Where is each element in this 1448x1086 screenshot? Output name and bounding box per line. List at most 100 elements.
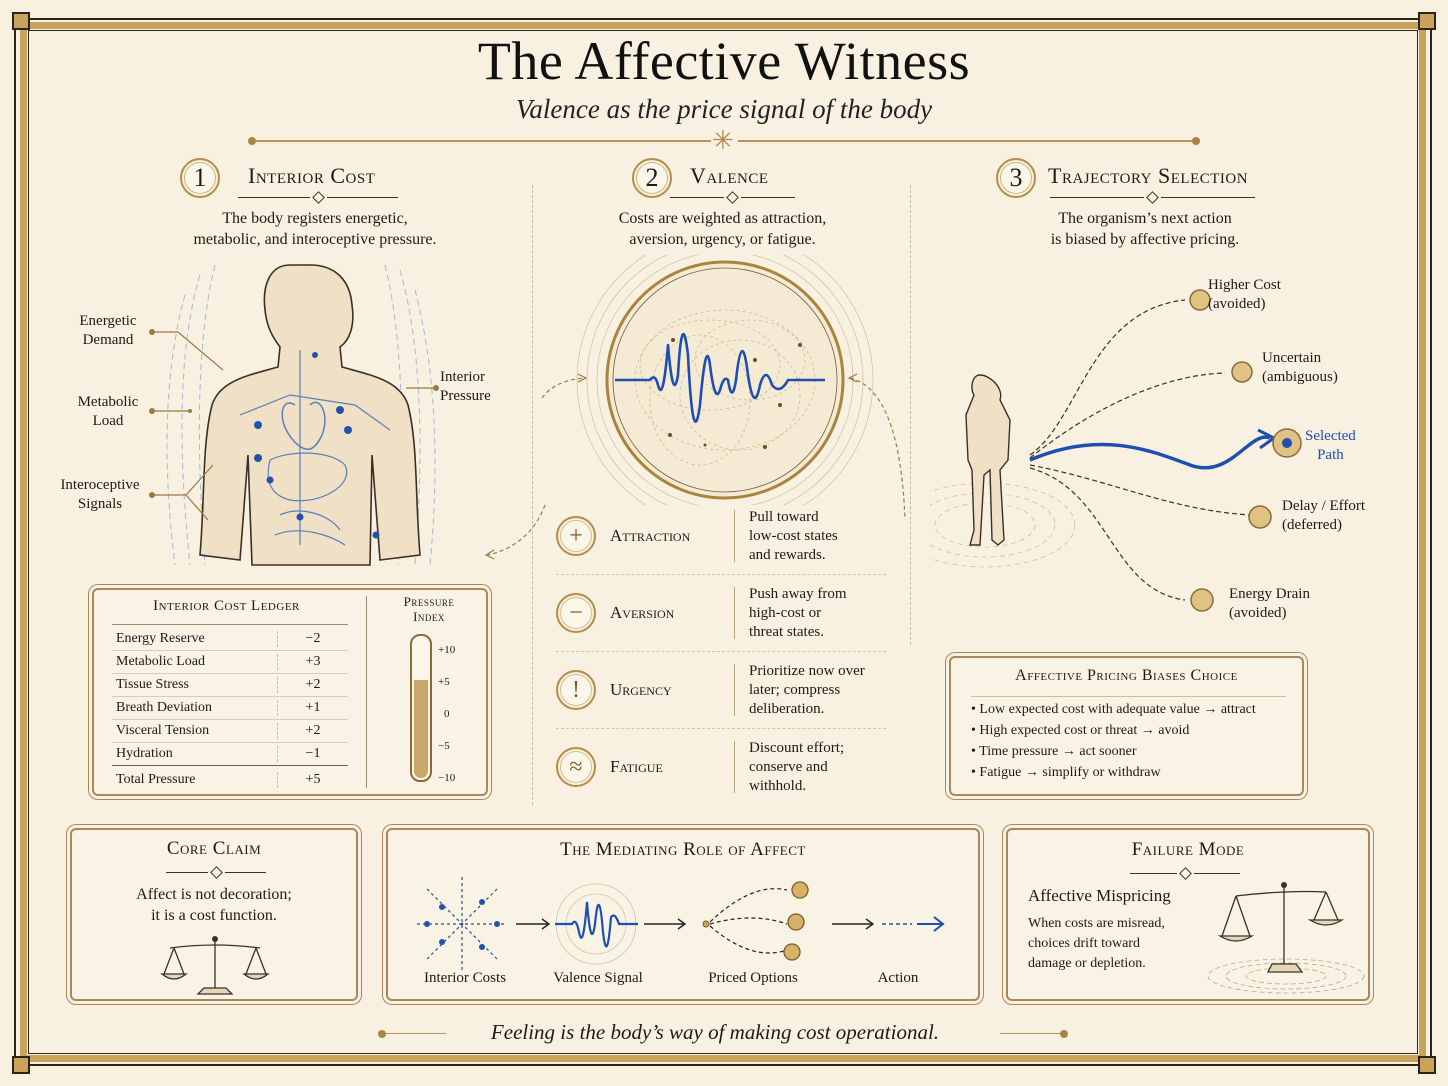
minus-icon: − bbox=[556, 593, 596, 633]
exclamation-icon: ! bbox=[556, 670, 596, 710]
column-divider bbox=[532, 185, 533, 805]
frame-corner bbox=[1418, 12, 1436, 30]
footer-quote: Feeling is the body’s way of making cost… bbox=[490, 1020, 940, 1044]
arrow-into-valence-icon bbox=[541, 373, 588, 399]
rule-dot bbox=[378, 1030, 386, 1038]
leader-line bbox=[406, 385, 439, 391]
section-title-valence: Valence bbox=[690, 163, 769, 188]
core-claim-text: Affect is not decoration;it is a cost fu… bbox=[136, 886, 292, 924]
bullet-item: • Time pressure → act sooner bbox=[971, 744, 1137, 759]
ledger-row: Hydration−1 bbox=[112, 743, 348, 766]
pricing-title: Affective Pricing Biases Choice bbox=[1015, 667, 1238, 684]
ledger-row: Tissue Stress+2 bbox=[112, 674, 348, 697]
rule-dot bbox=[248, 137, 256, 145]
label-metabolic-load: Metabolic Load bbox=[77, 394, 139, 429]
section-title-interior-cost: Interior Cost bbox=[248, 163, 376, 188]
section-number-2: 2 bbox=[632, 158, 672, 198]
section-3-description: The organism’s next action is biased by … bbox=[1050, 210, 1240, 248]
outer-frame bbox=[14, 18, 1432, 1066]
pressure-thermometer bbox=[410, 634, 432, 782]
page-subtitle: Valence as the price signal of the body bbox=[515, 94, 933, 124]
failure-mode-title: Failure Mode bbox=[1131, 839, 1245, 860]
rule-dot bbox=[1192, 137, 1200, 145]
frame-corner bbox=[1418, 1056, 1436, 1074]
section-title-trajectory-selection: Trajectory Selection bbox=[1048, 163, 1249, 188]
bullet-item: • High expected cost or threat → avoid bbox=[971, 723, 1190, 738]
ledger-row: Energy Reserve−2 bbox=[112, 628, 348, 651]
header-rule-left bbox=[256, 140, 711, 142]
path-option-delay-effort: Delay / Effort(deferred) bbox=[1282, 498, 1366, 533]
footer-rule-left bbox=[386, 1033, 446, 1034]
frame-corner bbox=[12, 1056, 30, 1074]
label-interior-pressure: Interior Pressure bbox=[440, 369, 491, 404]
mediating-title: The Mediating Role of Affect bbox=[560, 839, 806, 860]
failure-mode-panel: Failure Mode Affective Mispricing When c… bbox=[1006, 828, 1370, 1001]
ledger-row: Metabolic Load+3 bbox=[112, 651, 348, 674]
trajectory-illustration bbox=[930, 289, 1302, 612]
mediating-flow-diagram bbox=[417, 877, 945, 972]
ledger-row: Visceral Tension+2 bbox=[112, 720, 348, 743]
step-action: Action bbox=[877, 970, 919, 986]
path-option-higher-cost: Higher Cost(avoided) bbox=[1208, 277, 1281, 312]
interior-cost-ledger-panel: Interior Cost Ledger Energy Reserve−2 Me… bbox=[92, 588, 488, 796]
gold-frame bbox=[20, 22, 1426, 1062]
bullet-item: • Fatigue → simplify or withdraw bbox=[971, 765, 1161, 780]
scales-icon bbox=[160, 936, 270, 995]
title-ornament bbox=[1130, 866, 1240, 880]
step-valence-signal: Valence Signal bbox=[553, 970, 643, 986]
pressure-fill bbox=[414, 680, 428, 778]
title-ornament bbox=[238, 190, 398, 204]
step-priced-options: Priced Options bbox=[708, 970, 798, 986]
ledger-title: Interior Cost Ledger bbox=[153, 598, 300, 614]
waves-icon: ≈ bbox=[556, 747, 596, 787]
title-ornament bbox=[166, 865, 266, 879]
human-body-illustration bbox=[166, 264, 436, 566]
core-claim-title: Core Claim bbox=[166, 838, 262, 859]
path-option-uncertain: Uncertain(ambiguous) bbox=[1262, 350, 1338, 385]
valence-signal-illustration bbox=[576, 255, 874, 505]
bullet-item: • Low expected cost with adequate value … bbox=[971, 702, 1256, 717]
failure-text: When costs are misread,choices drift tow… bbox=[1028, 916, 1165, 971]
failure-heading: Affective Mispricing bbox=[1028, 886, 1171, 905]
core-claim-panel: Core Claim Affect is not decoration;it i… bbox=[70, 828, 358, 1001]
header-rule-right bbox=[738, 140, 1193, 142]
section-1-description: The body registers energetic, metabolic,… bbox=[193, 210, 437, 248]
ledger-table: Energy Reserve−2 Metabolic Load+3 Tissue… bbox=[112, 628, 348, 794]
page-title: The Affective Witness bbox=[477, 31, 971, 91]
ledger-row: Breath Deviation+1 bbox=[112, 697, 348, 720]
title-ornament bbox=[670, 190, 795, 204]
ledger-total-row: Total Pressure+5 bbox=[112, 766, 348, 794]
leader-line bbox=[149, 408, 192, 414]
leader-line bbox=[149, 464, 214, 521]
rule-dot bbox=[1060, 1030, 1068, 1038]
section-number-1: 1 bbox=[180, 158, 220, 198]
arrow-from-valence-icon bbox=[847, 373, 906, 521]
gauge-ticks: +10 +5 0 −5 −10 bbox=[438, 644, 456, 784]
frame-corner bbox=[12, 12, 30, 30]
section-number-3: 3 bbox=[996, 158, 1036, 198]
label-interoceptive-signals: Interoceptive Signals bbox=[60, 477, 140, 512]
star-ornament-icon: ✳ bbox=[712, 126, 734, 155]
title-ornament bbox=[1050, 190, 1255, 204]
tilted-scales-icon bbox=[1207, 882, 1365, 994]
affective-pricing-panel: Affective Pricing Biases Choice • Low ex… bbox=[949, 656, 1304, 796]
arrow-to-body-icon bbox=[484, 504, 546, 560]
path-option-energy-drain: Energy Drain(avoided) bbox=[1229, 586, 1310, 621]
column-divider bbox=[910, 185, 911, 645]
section-2-description: Costs are weighted as attraction, aversi… bbox=[618, 210, 827, 248]
plus-icon: + bbox=[556, 516, 596, 556]
pricing-bullets: • Low expected cost with adequate value … bbox=[971, 699, 1256, 783]
footer-rule-right bbox=[1000, 1033, 1060, 1034]
leader-line bbox=[149, 329, 224, 371]
mediating-role-panel: The Mediating Role of Affect Interior Co… bbox=[386, 828, 980, 1001]
inner-frame bbox=[28, 30, 1418, 1054]
pressure-index-title: Pressure Index bbox=[403, 594, 455, 624]
label-energetic-demand: Energetic Demand bbox=[79, 313, 137, 348]
step-interior-costs: Interior Costs bbox=[423, 970, 507, 986]
